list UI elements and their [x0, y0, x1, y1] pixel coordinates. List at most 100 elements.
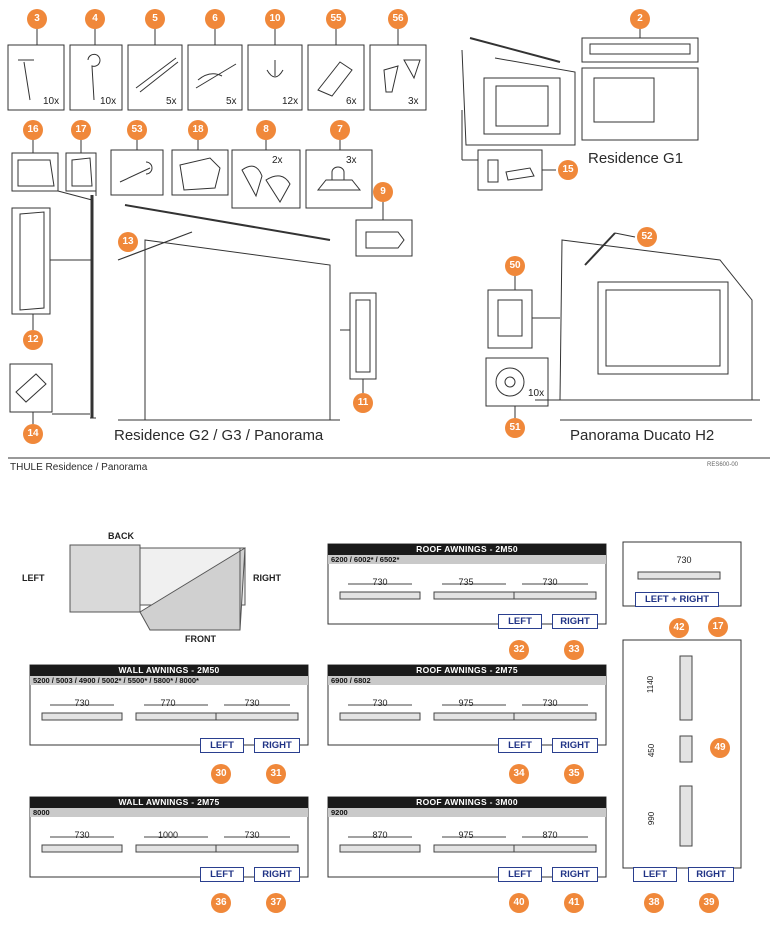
part-badge[interactable]: 4 [85, 9, 105, 29]
awning-title: ROOF AWNINGS - 3M00 [328, 797, 606, 808]
part-qty: 5x [166, 96, 177, 107]
awning-models: 6200 / 6002* / 6502* [328, 555, 606, 564]
tube-segment [513, 712, 597, 721]
part-badge[interactable]: 8 [256, 120, 276, 140]
tube-segment [339, 591, 421, 600]
adapter-icon [365, 231, 405, 249]
part-badge[interactable]: 38 [644, 893, 664, 913]
right-button[interactable]: RIGHT [254, 738, 300, 753]
dimension-label: 975 [458, 830, 474, 840]
dimension-label: 1140 [646, 675, 656, 694]
part-badge[interactable]: 40 [509, 893, 529, 913]
part-badge[interactable]: 53 [127, 120, 147, 140]
right-button[interactable]: RIGHT [552, 867, 598, 882]
left-button[interactable]: LEFT [633, 867, 677, 882]
part-badge[interactable]: 12 [23, 330, 43, 350]
tube-segment [433, 591, 515, 600]
part-badge[interactable]: 14 [23, 424, 43, 444]
part-badge[interactable]: 34 [509, 764, 529, 784]
dimension-label: 730 [372, 577, 388, 587]
dimension-label: 730 [676, 555, 692, 565]
part-badge[interactable]: 30 [211, 764, 231, 784]
part-badge[interactable]: 2 [630, 9, 650, 29]
part-badge[interactable]: 17 [708, 617, 728, 637]
dimension-label: 870 [372, 830, 388, 840]
orientation-right: RIGHT [253, 573, 281, 583]
part-badge[interactable]: 15 [558, 160, 578, 180]
part-badge[interactable]: 16 [23, 120, 43, 140]
part-badge[interactable]: 35 [564, 764, 584, 784]
awning-title: ROOF AWNINGS - 2M50 [328, 544, 606, 555]
right-button[interactable]: RIGHT [552, 738, 598, 753]
part-qty: 12x [282, 96, 299, 107]
part-badge[interactable]: 50 [505, 256, 525, 276]
tube-segment [215, 712, 299, 721]
left-button[interactable]: LEFT [498, 867, 542, 882]
part-badge[interactable]: 32 [509, 640, 529, 660]
part-qty: 10x [43, 96, 60, 107]
right-button[interactable]: RIGHT [688, 867, 734, 882]
dimension-label: 975 [458, 698, 474, 708]
left-right-button[interactable]: LEFT + RIGHT [635, 592, 719, 607]
part-badge[interactable]: 52 [637, 227, 657, 247]
dimension-label: 730 [372, 698, 388, 708]
part-badge[interactable]: 17 [71, 120, 91, 140]
tube-segment [433, 712, 515, 721]
part-badge[interactable]: 5 [145, 9, 165, 29]
end-cap-icon [17, 159, 55, 187]
part-badge[interactable]: 51 [505, 418, 525, 438]
dimension-label: 450 [647, 743, 657, 758]
part-badge[interactable]: 37 [266, 893, 286, 913]
part-badge[interactable]: 13 [118, 232, 138, 252]
caption-panorama-ducato: Panorama Ducato H2 [570, 427, 715, 444]
cover-icon [241, 165, 291, 203]
right-button[interactable]: RIGHT [254, 867, 300, 882]
awning-models: 5200 / 5003 / 4900 / 5002* / 5500* / 580… [30, 676, 308, 685]
part-badge[interactable]: 6 [205, 9, 225, 29]
tube-segment [637, 571, 721, 580]
rail-icon [589, 43, 691, 55]
left-button[interactable]: LEFT [200, 738, 244, 753]
part-badge[interactable]: 31 [266, 764, 286, 784]
tube-segment [41, 712, 123, 721]
right-button[interactable]: RIGHT [552, 614, 598, 629]
orientation-left: LEFT [22, 573, 45, 583]
dimension-label: 1000 [157, 830, 179, 840]
clamp-icon [383, 59, 421, 93]
part-badge[interactable]: 7 [330, 120, 350, 140]
part-badge[interactable]: 18 [188, 120, 208, 140]
dimension-label: 730 [74, 698, 90, 708]
part-qty: 3x [346, 155, 357, 166]
rubber-hook-icon [266, 60, 284, 78]
caption-residence-g1: Residence G1 [588, 150, 684, 167]
part-badge[interactable]: 56 [388, 9, 408, 29]
part-badge[interactable]: 55 [326, 9, 346, 29]
bolt-icon [119, 161, 153, 183]
part-badge[interactable]: 33 [564, 640, 584, 660]
part-badge[interactable]: 41 [564, 893, 584, 913]
part-badge[interactable]: 42 [669, 618, 689, 638]
connector-icon [487, 159, 535, 183]
part-badge[interactable]: 11 [353, 393, 373, 413]
left-button[interactable]: LEFT [498, 614, 542, 629]
foot-icon [15, 373, 47, 403]
part-badge[interactable]: 3 [27, 9, 47, 29]
part-badge[interactable]: 39 [699, 893, 719, 913]
part-badge[interactable]: 10 [265, 9, 285, 29]
holder-icon [179, 157, 221, 191]
tube-segment [135, 712, 217, 721]
left-button[interactable]: LEFT [200, 867, 244, 882]
awning-wall [144, 239, 331, 421]
left-button[interactable]: LEFT [498, 738, 542, 753]
part-badge[interactable]: 9 [373, 182, 393, 202]
part-badge[interactable]: 36 [211, 893, 231, 913]
dimension-label: 990 [647, 811, 657, 826]
footer-code: RES600-00 [707, 462, 739, 468]
part-badge[interactable]: 49 [710, 738, 730, 758]
corner-cap-icon [71, 157, 93, 187]
tube-segment [339, 844, 421, 853]
awning-models: 6900 / 6802 [328, 676, 606, 685]
tube-segment [513, 591, 597, 600]
window-icon [355, 299, 371, 373]
footer-title: THULE Residence / Panorama [10, 462, 148, 473]
